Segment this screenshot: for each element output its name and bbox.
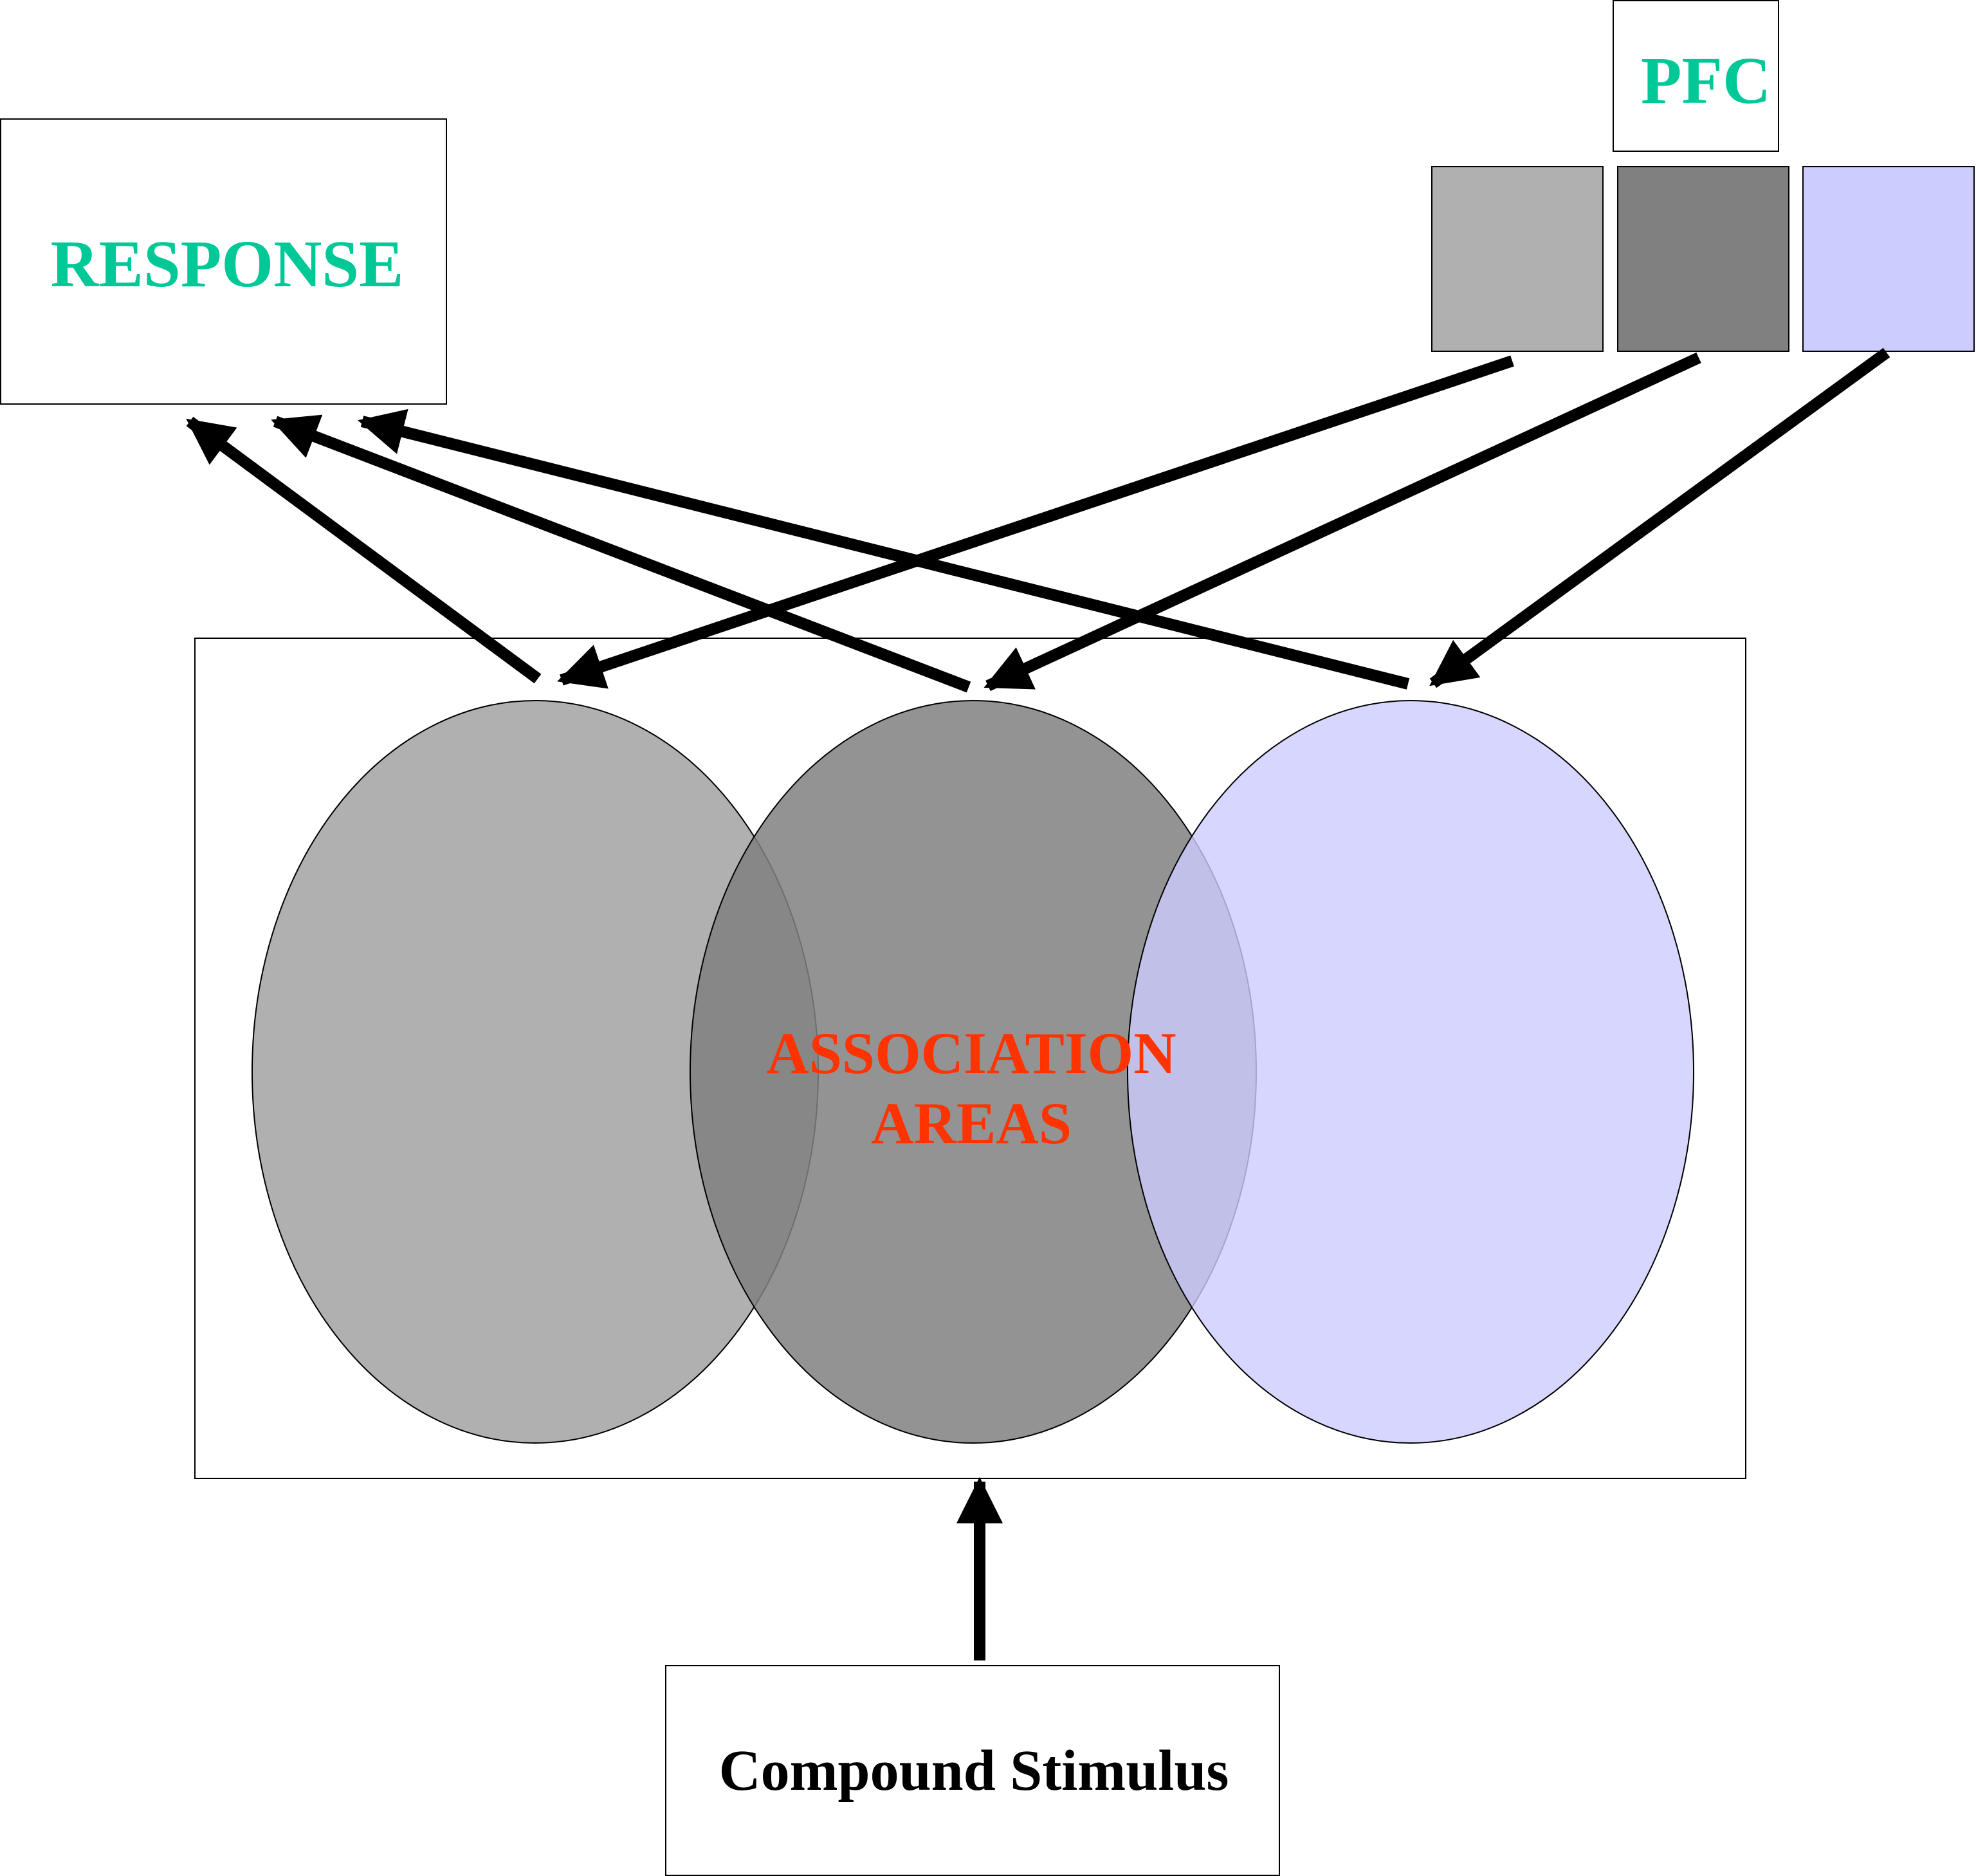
pfc-unit-lavender	[1802, 166, 1975, 352]
pfc-label: PFC	[1641, 44, 1771, 118]
pfc-unit-light-gray	[1431, 166, 1604, 352]
arrow-region2-to-response	[271, 414, 971, 693]
arrow-pfc2-to-region2	[983, 352, 1701, 692]
stimulus-box: Compound Stimulus	[665, 1665, 1280, 1876]
arrow-pfc3-to-region3	[1429, 347, 1890, 688]
association-label-line2: AREAS	[871, 1090, 1072, 1156]
arrow-region3-to-response	[358, 409, 1410, 690]
arrow-region1-to-response	[186, 416, 542, 684]
response-label: RESPONSE	[50, 227, 403, 301]
pfc-unit-dark-gray	[1617, 166, 1789, 352]
response-box: RESPONSE	[0, 118, 447, 405]
arrow-pfc1-to-region1	[557, 355, 1514, 689]
stimulus-label: Compound Stimulus	[719, 1739, 1229, 1803]
association-region-lavender	[1127, 700, 1694, 1444]
association-label-line1: ASSOCIATION	[766, 1020, 1176, 1086]
pfc-box: PFC	[1613, 0, 1779, 152]
